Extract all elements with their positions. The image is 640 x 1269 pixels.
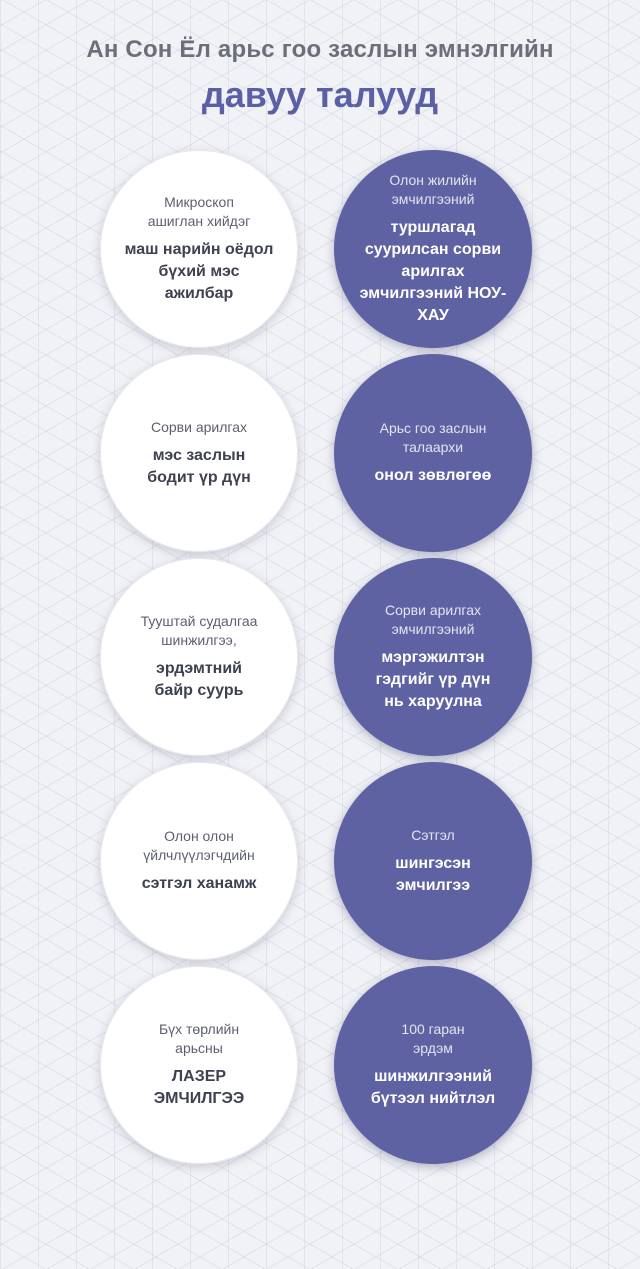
advantage-intro: 100 гаран эрдэм [401, 1021, 465, 1056]
advantage-intro: Олон жилийн эмчилгээний [389, 172, 477, 207]
advantage-highlight: эрдэмтний байр суурь [154, 660, 244, 699]
advantage-circle: Сорви арилгах мэс заслын бодит үр дүн [100, 354, 298, 552]
advantage-highlight: мэс заслын бодит үр дүн [147, 446, 251, 486]
advantage-circle: Бүх төрлийн арьсны ЛАЗЕР ЭМЧИЛГЭЭ [100, 966, 298, 1164]
page-subtitle: давуу талууд [201, 74, 439, 115]
advantage-intro: Сорви арилгах эмчилгээний [385, 602, 481, 637]
advantage-intro: Олон олон үйлчлүүлэгчдийн [143, 828, 255, 863]
advantage-intro: Сэтгэл [411, 826, 455, 843]
advantage-highlight: шинжилгээний бүтээл нийтлэл [370, 1068, 496, 1107]
advantage-highlight: шингэсэн эмчилгээ [395, 854, 471, 894]
advantage-circle: Олон жилийн эмчилгээний туршлагад суурил… [334, 150, 532, 348]
advantage-intro: Сорви арилгах [151, 418, 247, 435]
advantage-intro: Микроскоп ашиглан хийдэг [147, 194, 251, 229]
advantage-circle: Микроскоп ашиглан хийдэг маш нарийн оёдо… [100, 150, 298, 348]
header: Ан Сон Ёл арьс гоо заслын эмнэлгийн даву… [0, 36, 640, 116]
advantage-intro: Арьс гоо заслын талаархи [379, 420, 487, 455]
advantage-circle: Олон олон үйлчлүүлэгчдийн сэтгэл ханамж [100, 762, 298, 960]
advantage-highlight: маш нарийн оёдол бүхий мэс ажилбар [124, 241, 274, 302]
advantage-circle: Тууштай судалгаа шинжилгээ, эрдэмтний ба… [100, 558, 298, 756]
page-title: Ан Сон Ёл арьс гоо заслын эмнэлгийн [86, 36, 554, 63]
advantage-highlight: сэтгэл ханамж [141, 875, 257, 892]
advantage-intro: Бүх төрлийн арьсны [158, 1021, 240, 1056]
advantage-highlight: мэргэжилтэн гэдгийг үр дүн нь харуулна [375, 649, 491, 710]
advantage-circle: Сорви арилгах эмчилгээний мэргэжилтэн гэ… [334, 558, 532, 756]
advantages-grid: Микроскоп ашиглан хийдэг маш нарийн оёдо… [100, 150, 534, 1164]
advantage-circle: Арьс гоо заслын талаархи онол зөвлөгөө [334, 354, 532, 552]
advantage-circle: 100 гаран эрдэм шинжилгээний бүтээл нийт… [334, 966, 532, 1164]
advantage-highlight: ЛАЗЕР ЭМЧИЛГЭЭ [153, 1068, 245, 1107]
advantage-highlight: онол зөвлөгөө [374, 467, 492, 484]
advantage-highlight: туршлагад суурилсан сорви арилгах эмчилг… [359, 219, 507, 324]
advantage-intro: Тууштай судалгаа шинжилгээ, [140, 613, 258, 648]
advantage-circle: Сэтгэл шингэсэн эмчилгээ [334, 762, 532, 960]
